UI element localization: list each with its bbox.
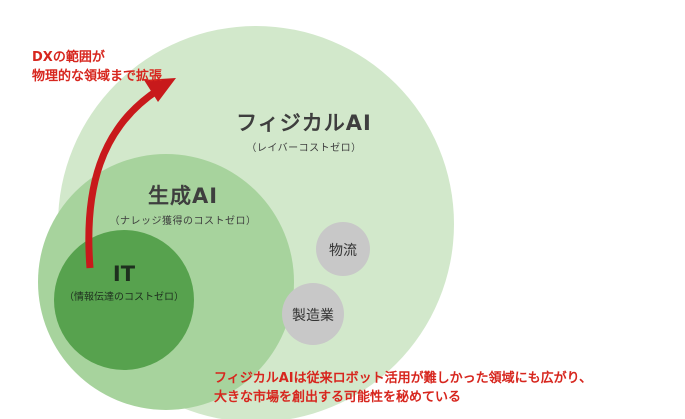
dx-arrow-head bbox=[144, 78, 176, 102]
physical-ai-label: フィジカルAI （レイバーコストゼロ） bbox=[214, 107, 394, 154]
physical-ai-title: フィジカルAI bbox=[236, 111, 372, 135]
manufacturing-label: 製造業 bbox=[292, 308, 334, 324]
it-title: IT bbox=[112, 262, 136, 286]
dx-caption-line2: 物理的な領域まで拡張 bbox=[32, 69, 163, 84]
manufacturing-circle bbox=[282, 283, 344, 345]
dx-caption-line1: DXの範囲が bbox=[32, 50, 105, 65]
bottom-note-line2: 大きな市場を創出する可能性を秘めている bbox=[214, 390, 462, 405]
bottom-note: フィジカルAIは従来ロボット活用が難しかった領域にも広がり、 大きな市場を創出す… bbox=[214, 369, 592, 407]
bottom-note-line1: フィジカルAIは従来ロボット活用が難しかった領域にも広がり、 bbox=[214, 371, 593, 386]
physical-ai-subtitle: （レイバーコストゼロ） bbox=[246, 143, 362, 154]
logistics-label: 物流 bbox=[329, 243, 357, 259]
it-label: IT （情報伝達のコストゼロ） bbox=[54, 262, 194, 303]
logistics-circle bbox=[316, 222, 370, 276]
generative-ai-title: 生成AI bbox=[147, 184, 219, 208]
dx-expansion-arrow bbox=[85, 87, 160, 269]
it-subtitle: （情報伝達のコストゼロ） bbox=[64, 292, 184, 303]
generative-ai-label: 生成AI （ナレッジ獲得のコストゼロ） bbox=[88, 180, 278, 227]
dx-caption: DXの範囲が 物理的な領域まで拡張 bbox=[32, 48, 162, 86]
generative-ai-subtitle: （ナレッジ獲得のコストゼロ） bbox=[109, 216, 257, 227]
